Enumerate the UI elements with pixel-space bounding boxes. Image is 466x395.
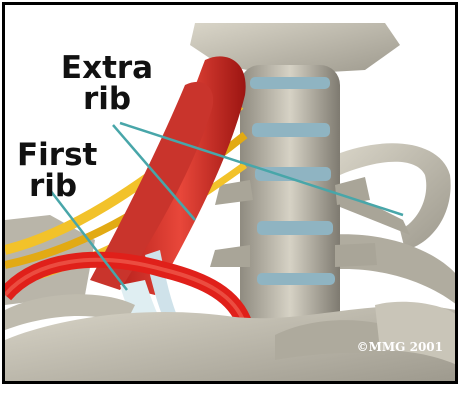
disc bbox=[257, 273, 335, 285]
disc bbox=[252, 123, 330, 137]
label-extra-rib: Extra rib bbox=[57, 53, 157, 115]
cervical-spine bbox=[240, 65, 340, 335]
disc bbox=[257, 221, 333, 235]
copyright-notice: ©MMG 2001 bbox=[357, 340, 443, 354]
label-first-rib: First rib bbox=[17, 140, 89, 202]
illustration-frame: Extra rib First rib ©MMG 2001 bbox=[2, 2, 458, 384]
disc bbox=[250, 77, 330, 89]
